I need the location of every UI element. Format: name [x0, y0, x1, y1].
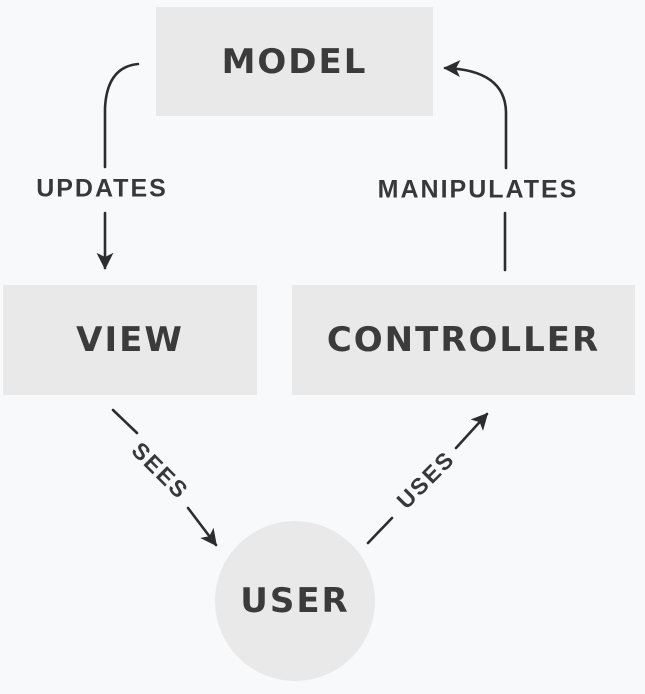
node-view-label: VIEW [76, 320, 184, 360]
uses-arrow-head-segment [454, 412, 489, 450]
node-user: USER [215, 521, 375, 681]
sees-arrow-head-segment [186, 506, 218, 547]
node-controller: CONTROLLER [292, 285, 635, 395]
node-model: MODEL [156, 7, 433, 116]
edge-label-updates: UPDATES [36, 174, 168, 203]
node-model-label: MODEL [221, 41, 368, 82]
node-view: VIEW [3, 285, 257, 395]
node-user-label: USER [240, 581, 350, 621]
updates-arrow-curve [103, 62, 140, 169]
uses-arrow-segment [366, 516, 394, 545]
edge-label-manipulates: MANIPULATES [377, 175, 579, 204]
manipulates-arrow-curve [443, 60, 508, 170]
sees-arrow-segment [111, 408, 139, 435]
node-controller-label: CONTROLLER [326, 320, 601, 360]
